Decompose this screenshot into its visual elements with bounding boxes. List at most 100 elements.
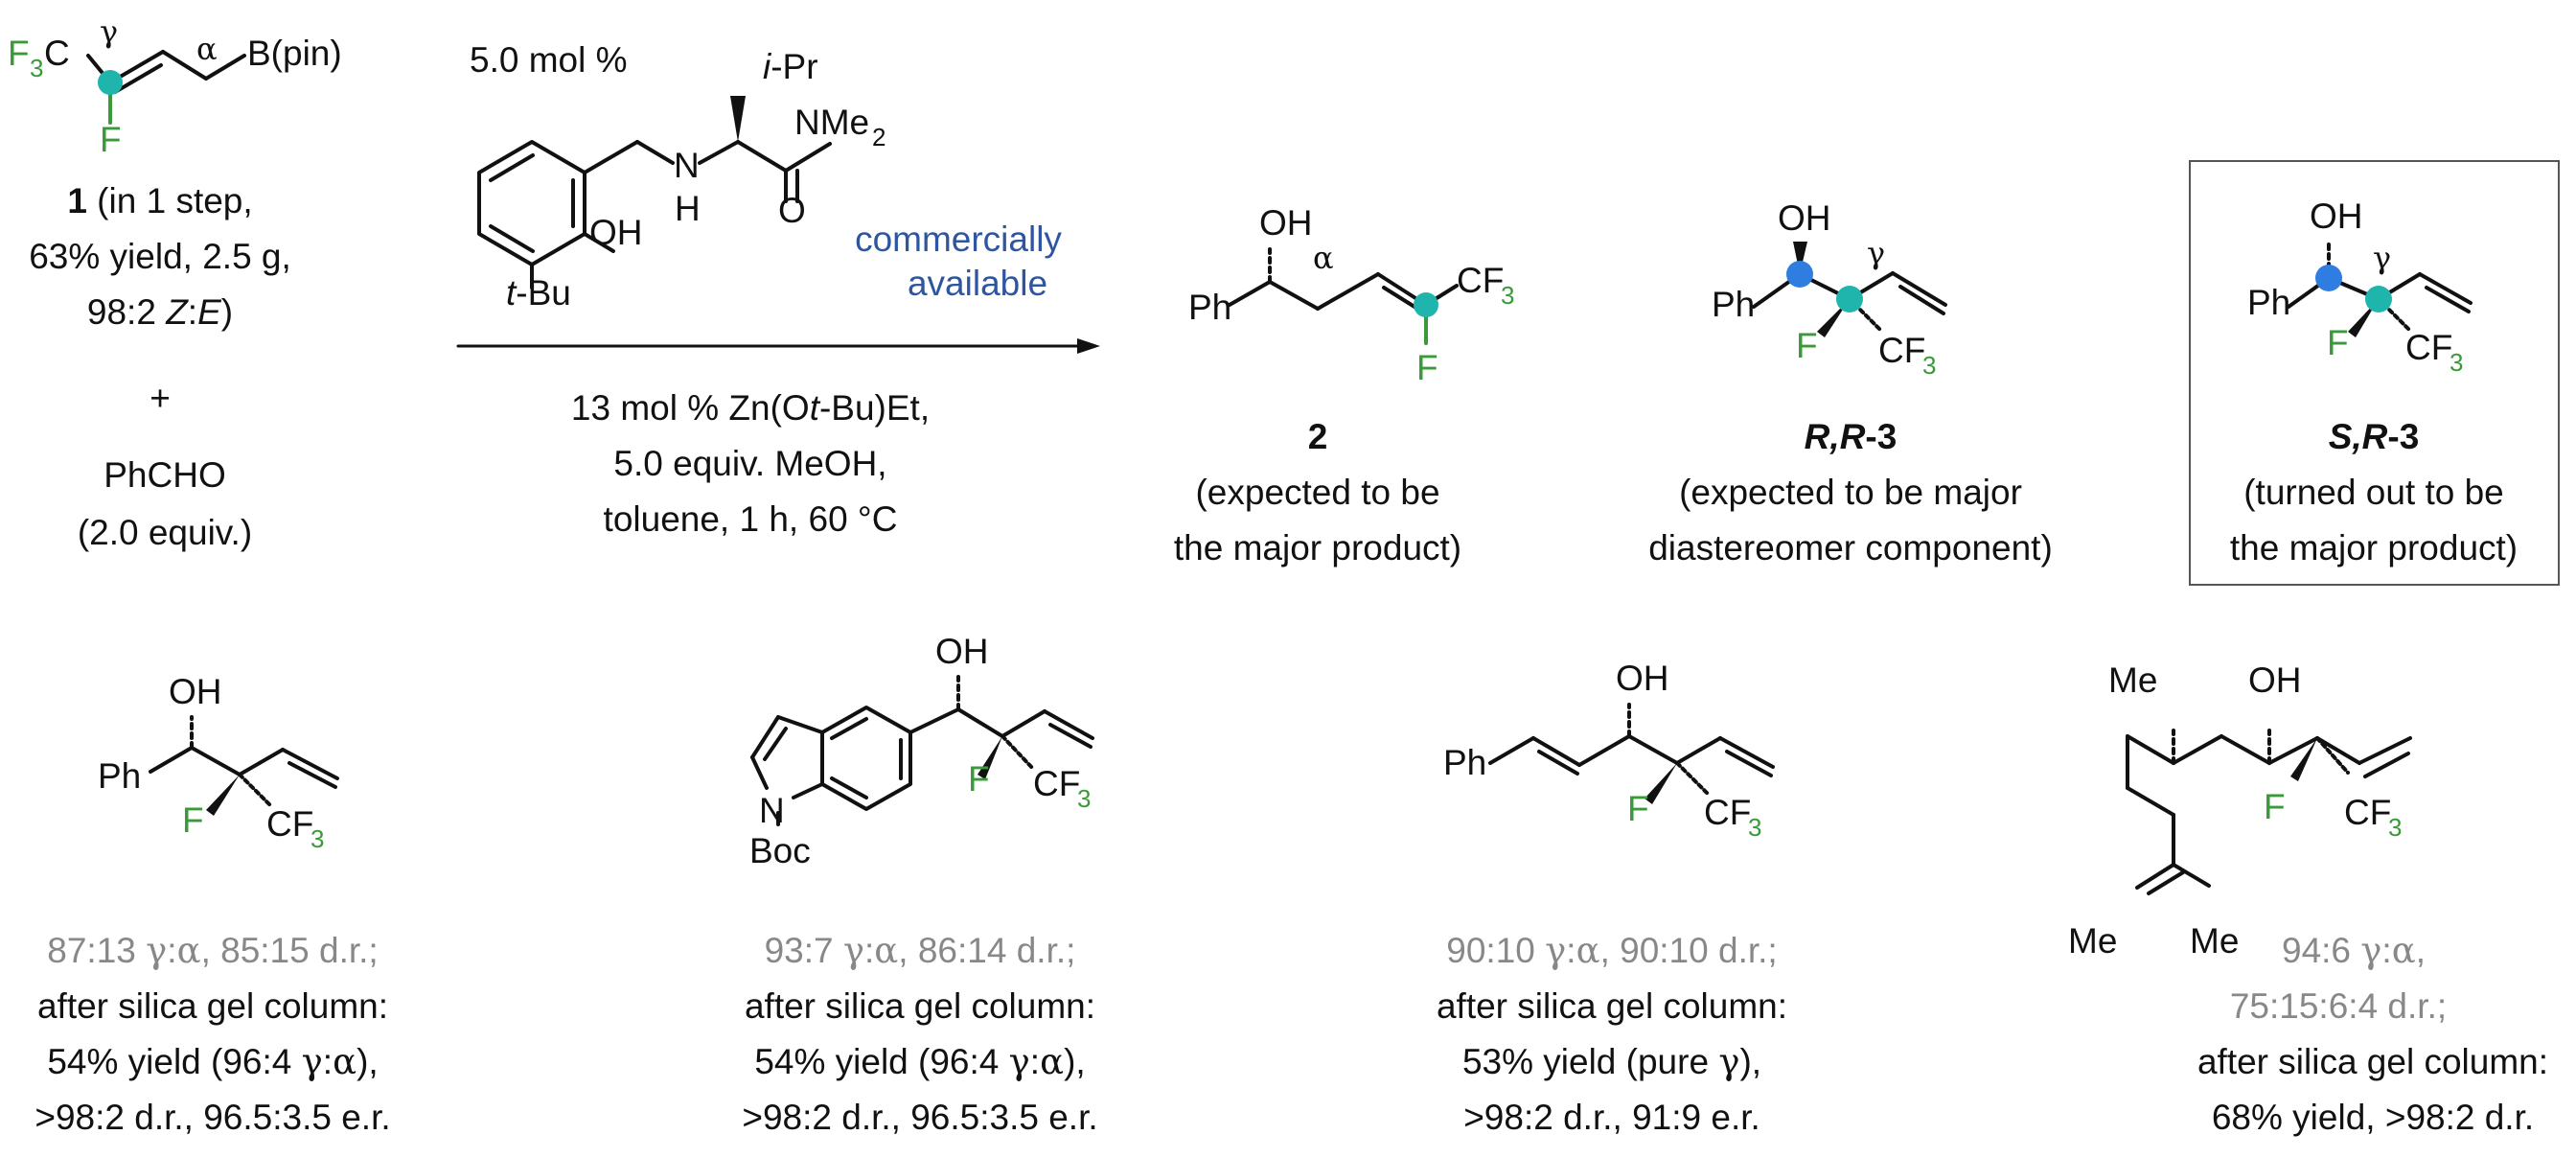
RR3-desc2: diastereomer component) [1648, 528, 2053, 567]
ex3-ratio-gamma: γ [1545, 930, 1566, 971]
ex2-ratio-a: 93:7 [765, 931, 843, 970]
ex2-cf3-sub: 3 [1077, 784, 1091, 813]
svg-text:93:7 γ:α, 86:14 d.r.;: 93:7 γ:α, 86:14 d.r.; [765, 930, 1076, 971]
svg-text:R,R-3: R,R-3 [1805, 417, 1898, 456]
ex1-ratio-b: , 85:15 d.r.; [201, 931, 379, 970]
svg-text:t-Bu: t-Bu [506, 273, 571, 313]
ex1-line3-b: ), [356, 1042, 379, 1081]
plus-sign: + [150, 379, 171, 418]
ex1-line3-gamma: γ [302, 1041, 323, 1082]
example-2-structure: OH N Boc F CF 3 [749, 632, 1094, 870]
svg-text:54% yield (96:4 γ:α),: 54% yield (96:4 γ:α), [754, 1041, 1085, 1082]
product-2-caption: 2 (expected to be the major product) [1174, 417, 1461, 567]
product2-cf3-sub: 3 [1501, 281, 1514, 310]
example-1-caption: 87:13 γ:α, 85:15 d.r.; after silica gel … [34, 930, 390, 1137]
ex4-line2: after silica gel column: [2197, 1042, 2548, 1081]
SR3-cf3-sub: 3 [2450, 348, 2463, 377]
example-3-caption: 90:10 γ:α, 90:10 d.r.; after silica gel … [1437, 930, 1787, 1137]
product2-desc2: the major product) [1174, 528, 1461, 567]
RR3-f: F [1796, 326, 1818, 365]
RR3-cf3-sub: 3 [1922, 351, 1936, 380]
ex1-line2: after silica gel column: [37, 986, 388, 1026]
svg-text:CF: CF [1457, 261, 1504, 300]
amine-h: H [675, 189, 701, 228]
z-italic: Z [165, 292, 189, 332]
product2-f: F [1416, 348, 1438, 387]
ex2-cf: CF [1033, 764, 1080, 803]
product-RR3-caption: R,R-3 (expected to be major diastereomer… [1648, 417, 2053, 567]
product2-ph: Ph [1188, 288, 1231, 327]
svg-text:87:13 γ:α, 85:15 d.r.;: 87:13 γ:α, 85:15 d.r.; [47, 930, 378, 971]
ex4-me-left: Me [2068, 921, 2117, 961]
ex4-ratio-alpha: α [2392, 930, 2416, 971]
product-SR3-caption: S,R-3 (turned out to be the major produc… [2230, 417, 2518, 567]
ex1-line4: >98:2 d.r., 96.5:3.5 e.r. [34, 1098, 390, 1137]
ex1-line3-colon: : [323, 1042, 333, 1081]
cond-line1-c: -Bu)Et, [819, 388, 930, 428]
ex2-ratio-alpha: α [874, 930, 898, 971]
ex3-line3-b: ), [1739, 1042, 1761, 1081]
carbinol-dot [2315, 265, 2342, 291]
ex1-line3-a: 54% yield (96:4 [47, 1042, 301, 1081]
ex2-f: F [968, 759, 990, 799]
cond-line1-italic: t [810, 388, 821, 428]
bpin-text: B(pin) [247, 34, 342, 73]
ex2-n: N [759, 791, 785, 830]
ze-ratio: 98:2 [87, 292, 166, 332]
SR3-cf: CF [2405, 328, 2452, 367]
caption-line-2: 63% yield, 2.5 g, [29, 237, 291, 276]
gamma-label: γ [100, 13, 118, 50]
svg-text:1 (in 1 step,: 1 (in 1 step, [67, 181, 252, 220]
example-1-structure: OH Ph F CF 3 [98, 672, 339, 853]
ex4-me-top: Me [2108, 660, 2157, 700]
ex3-line3-a: 53% yield (pure [1462, 1042, 1718, 1081]
svg-text:CF: CF [2405, 328, 2452, 367]
ex4-cf: CF [2344, 793, 2391, 832]
catalyst-structure: 5.0 mol % i-Pr NMe 2 N H O OH t-Bu comme… [470, 40, 1062, 313]
ex3-line3-gamma: γ [1718, 1041, 1739, 1082]
RR3-oh: OH [1778, 198, 1831, 238]
ex2-line4: >98:2 d.r., 96.5:3.5 e.r. [742, 1098, 1097, 1137]
svg-text:98:2 Z:E): 98:2 Z:E) [87, 292, 233, 332]
ex1-ratio-a: 87:13 [47, 931, 146, 970]
ex2-line3-a: 54% yield (96:4 [754, 1042, 1008, 1081]
product2-oh: OH [1259, 203, 1313, 243]
product2-desc1: (expected to be [1195, 473, 1439, 512]
svg-text:CF: CF [1033, 764, 1080, 803]
product2-cf: CF [1457, 261, 1504, 300]
ex1-line3-alpha: α [333, 1041, 356, 1082]
ex4-me-right: Me [2190, 921, 2239, 961]
svg-text:94:6 γ:α,: 94:6 γ:α, [2282, 930, 2426, 971]
example-4-caption: 94:6 γ:α, 75:15:6:4 d.r.; after silica g… [2197, 930, 2548, 1137]
reaction-conditions: 13 mol % Zn(Ot-Bu)Et, 5.0 equiv. MeOH, t… [571, 388, 930, 539]
colon: : [188, 292, 197, 332]
highlight-box [2189, 160, 2560, 586]
svg-text:CF: CF [1704, 793, 1751, 832]
phcho-equiv: (2.0 equiv.) [78, 513, 252, 552]
ex3-line2: after silica gel column: [1437, 986, 1787, 1026]
RR3-ph: Ph [1712, 285, 1755, 324]
svg-text:i-Pr: i-Pr [763, 47, 818, 86]
ex1-ratio-colon: : [167, 931, 176, 970]
ex2-ratio-gamma: γ [843, 930, 864, 971]
SR3-gamma: γ [2373, 240, 2391, 276]
fluorine-label: F [100, 120, 122, 159]
ex2-line3-b: ), [1064, 1042, 1086, 1081]
c-text: C [44, 34, 70, 73]
reaction-arrow [456, 338, 1100, 354]
RR3-desc1: (expected to be major [1679, 473, 2022, 512]
ex3-line4: >98:2 d.r., 91:9 e.r. [1463, 1098, 1760, 1137]
phenol-oh: OH [589, 213, 643, 252]
ex1-oh: OH [169, 672, 222, 711]
SR3-desc2: the major product) [2230, 528, 2518, 567]
ex4-f: F [2264, 787, 2286, 826]
ex2-boc: Boc [749, 831, 811, 870]
f3-subscript: 3 [30, 54, 43, 82]
ipr-text: -Pr [770, 47, 817, 86]
carbonyl-o: O [778, 191, 806, 230]
ex2-line3-colon: : [1030, 1042, 1040, 1081]
RR3-label-d: -3 [1865, 417, 1897, 456]
gamma-carbon-dot [1414, 292, 1438, 317]
ex3-f: F [1627, 789, 1649, 828]
